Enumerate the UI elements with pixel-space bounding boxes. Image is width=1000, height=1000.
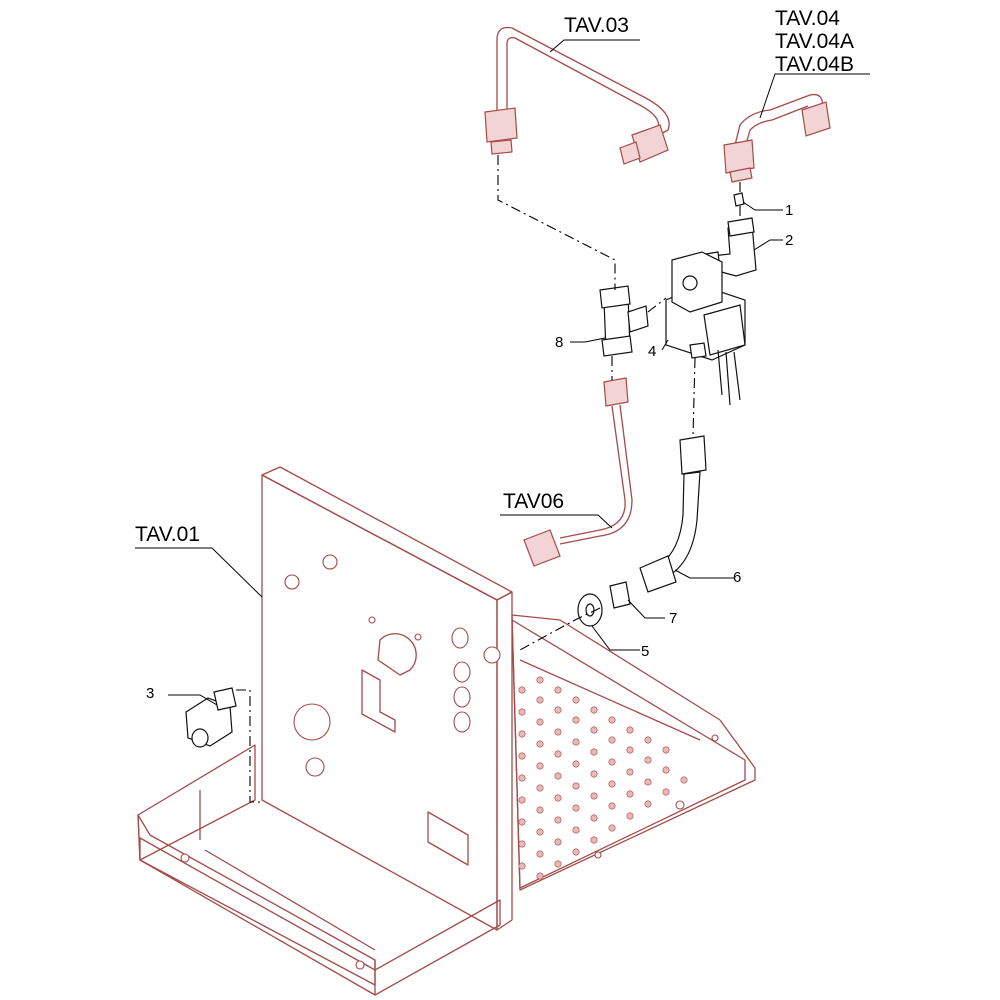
- label-tav01: TAV.01: [135, 523, 200, 546]
- label-tav04a: TAV.04A: [775, 30, 854, 53]
- part-6-hose: [639, 435, 707, 593]
- label-tav04: TAV.04: [775, 7, 840, 30]
- callout-6: 6: [733, 569, 741, 586]
- perforated-grid: [518, 676, 688, 880]
- assembly-lines: [236, 155, 741, 803]
- callout-7: 7: [669, 610, 677, 627]
- leader-lines: [135, 39, 870, 706]
- part-4-solenoid-valve: [665, 251, 746, 406]
- callout-1: 1: [785, 202, 793, 219]
- part-3-fitting: [185, 687, 237, 748]
- pipe-tav03: [484, 26, 670, 165]
- callout-5: 5: [641, 643, 649, 660]
- callout-4: 4: [648, 343, 656, 360]
- part-5-washer: [577, 593, 603, 627]
- callout-8: 8: [555, 334, 563, 351]
- callout-3: 3: [146, 685, 154, 702]
- pipe-tav06: [523, 377, 633, 567]
- label-tav03: TAV.03: [564, 14, 629, 37]
- label-tav04b: TAV.04B: [775, 53, 854, 76]
- part-1-nut: [733, 192, 745, 207]
- chassis-frame: [137, 466, 756, 996]
- label-tav06: TAV06: [503, 490, 564, 513]
- part-8-tee: [599, 285, 649, 357]
- pipe-tav04: [723, 93, 831, 183]
- part-7-nut: [609, 581, 631, 609]
- callout-2: 2: [785, 232, 793, 249]
